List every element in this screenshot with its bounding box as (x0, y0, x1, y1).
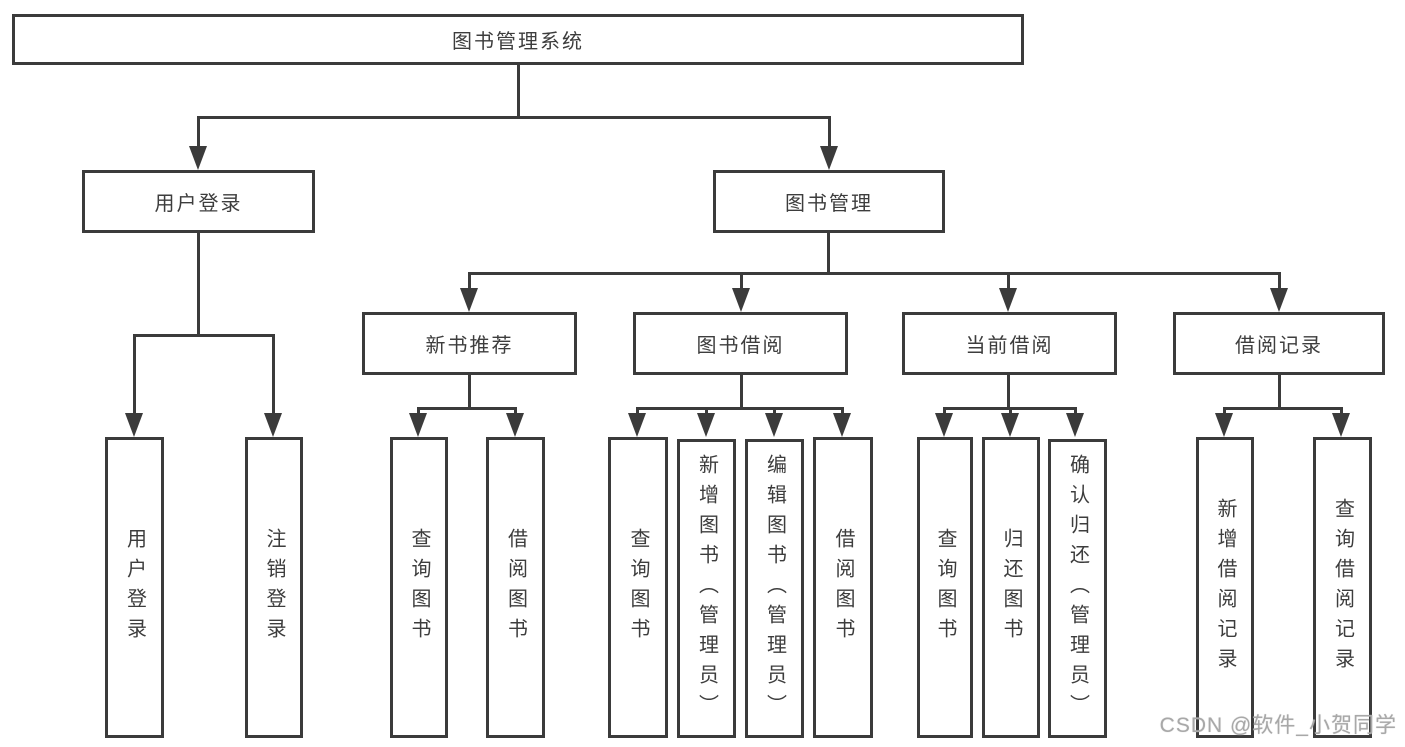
arrow-down-icon (935, 413, 953, 437)
leaf-query-books-2: 查询图书 (608, 437, 668, 738)
leaf-label: 查询图书 (934, 527, 956, 648)
node-current-borrowing: 当前借阅 (902, 312, 1117, 375)
node-book-borrowing: 图书借阅 (633, 312, 848, 375)
node-label: 用户登录 (154, 193, 243, 215)
connector-line (514, 407, 517, 417)
arrow-down-icon (1270, 288, 1288, 312)
arrow-down-icon (833, 413, 851, 437)
connector-line (740, 272, 743, 292)
connector-line (1223, 407, 1226, 417)
connector-line (828, 116, 831, 149)
connector-line (943, 407, 946, 417)
connector-line (773, 407, 776, 417)
leaf-label: 注销登录 (263, 527, 285, 648)
connector-line (197, 233, 200, 337)
connector-line (1074, 407, 1077, 417)
arrow-down-icon (1332, 413, 1350, 437)
connector-line (740, 375, 743, 410)
connector-line (417, 407, 420, 417)
arrow-down-icon (189, 146, 207, 170)
connector-line (1009, 407, 1012, 417)
leaf-query-books: 查询图书 (390, 437, 448, 738)
connector-line (133, 334, 275, 337)
leaf-label: 归还图书 (1000, 527, 1022, 648)
arrow-down-icon (1215, 413, 1233, 437)
node-book-management-system: 图书管理系统 (12, 14, 1024, 65)
connector-line (636, 407, 844, 410)
leaf-confirm-return-admin: 确认归还（管理员） (1048, 439, 1107, 738)
leaf-borrow-books-2: 借阅图书 (813, 437, 873, 738)
arrow-down-icon (765, 413, 783, 437)
node-label: 图书借阅 (696, 335, 785, 357)
connector-line (468, 375, 471, 410)
connector-line (636, 407, 639, 417)
leaf-query-borrow-record: 查询借阅记录 (1313, 437, 1372, 738)
arrow-down-icon (409, 413, 427, 437)
arrow-down-icon (264, 413, 282, 437)
node-label: 借阅记录 (1235, 335, 1323, 357)
node-borrowing-records: 借阅记录 (1173, 312, 1385, 375)
connector-line (827, 233, 830, 275)
leaf-label: 查询图书 (627, 527, 649, 648)
connector-line (197, 116, 200, 149)
connector-line (133, 334, 136, 416)
leaf-edit-book-admin: 编辑图书（管理员） (745, 439, 804, 738)
leaf-label: 查询图书 (408, 527, 430, 648)
connector-line (468, 272, 1281, 275)
leaf-query-books-3: 查询图书 (917, 437, 973, 738)
node-new-book-recommend: 新书推荐 (362, 312, 577, 375)
connector-line (1340, 407, 1343, 417)
arrow-down-icon (732, 288, 750, 312)
leaf-label: 确认归还（管理员） (1066, 453, 1089, 724)
arrow-down-icon (628, 413, 646, 437)
connector-line (1007, 272, 1010, 292)
csdn-watermark: CSDN @软件_小贺同学 (1159, 714, 1397, 737)
leaf-label: 编辑图书（管理员） (763, 453, 786, 724)
node-label: 图书管理系统 (452, 31, 584, 53)
connector-line (272, 334, 275, 416)
arrow-down-icon (506, 413, 524, 437)
arrow-down-icon (820, 146, 838, 170)
connector-line (841, 407, 844, 417)
arrow-down-icon (999, 288, 1017, 312)
connector-line (1007, 375, 1010, 410)
leaf-user-login: 用户登录 (105, 437, 164, 738)
leaf-label: 新增借阅记录 (1214, 497, 1236, 678)
leaf-return-book: 归还图书 (982, 437, 1040, 738)
leaf-label: 借阅图书 (504, 527, 527, 648)
connector-line (1278, 272, 1281, 292)
node-label: 新书推荐 (425, 335, 514, 357)
leaf-add-borrow-record: 新增借阅记录 (1196, 437, 1254, 738)
connector-line (197, 116, 831, 119)
connector-line (417, 407, 517, 410)
arrow-down-icon (1001, 413, 1019, 437)
connector-line (468, 272, 471, 292)
connector-line (517, 64, 520, 119)
arrow-down-icon (125, 413, 143, 437)
leaf-label: 查询借阅记录 (1331, 497, 1354, 678)
arrow-down-icon (1066, 413, 1084, 437)
node-label: 图书管理 (785, 193, 873, 215)
connector-line (1223, 407, 1343, 410)
arrow-down-icon (460, 288, 478, 312)
leaf-borrow-books: 借阅图书 (486, 437, 545, 738)
node-user-login: 用户登录 (82, 170, 315, 233)
leaf-label: 新增图书（管理员） (695, 453, 718, 724)
leaf-label: 借阅图书 (832, 527, 854, 648)
leaf-add-book-admin: 新增图书（管理员） (677, 439, 736, 738)
leaf-label: 用户登录 (123, 527, 146, 648)
arrow-down-icon (697, 413, 715, 437)
connector-line (1278, 375, 1281, 410)
connector-line (705, 407, 708, 417)
node-label: 当前借阅 (965, 335, 1054, 357)
node-book-management: 图书管理 (713, 170, 945, 233)
leaf-logout-login: 注销登录 (245, 437, 303, 738)
